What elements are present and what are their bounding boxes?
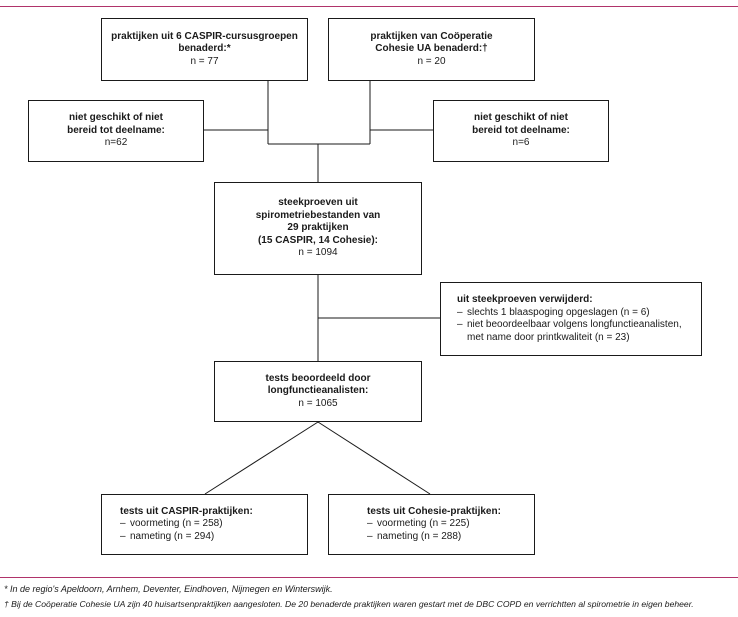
- box-caspir-practices: praktijken uit 6 CASPIR-cursusgroepen be…: [101, 18, 308, 81]
- box-cohesie-excluded-count: n=6: [512, 137, 530, 149]
- box-cohesie-tests: tests uit Cohesie-praktijken: –voormetin…: [328, 494, 535, 555]
- box-caspir-practices-line1: praktijken uit 6 CASPIR-cursusgroepen: [111, 30, 298, 42]
- box-cohesie-tests-item: –nameting (n = 288): [367, 531, 461, 544]
- box-assessed-line2: longfunctieanalisten:: [267, 385, 369, 397]
- box-caspir-tests-item: –nameting (n = 294): [120, 531, 214, 544]
- box-cohesie-practices-count: n = 20: [417, 55, 446, 67]
- connector-split-left: [204, 421, 319, 495]
- box-assessed-count: n = 1065: [298, 397, 338, 409]
- bullet-dash: –: [457, 306, 463, 318]
- connector-split-right: [317, 421, 431, 495]
- box-caspir-excluded-line1: niet geschikt of niet: [69, 112, 163, 124]
- bullet-dash: –: [367, 530, 373, 542]
- box-caspir-practices-line2: benaderd:*: [178, 43, 231, 55]
- box-cohesie-tests-title: tests uit Cohesie-praktijken:: [367, 505, 501, 517]
- box-removed-item-text: niet beoordeelbaar volgens longfunctiean…: [467, 319, 682, 343]
- box-cohesie-excluded: niet geschikt of niet bereid tot deelnam…: [433, 100, 609, 162]
- box-removed-title: uit steekproeven verwijderd:: [457, 294, 593, 305]
- bullet-dash: –: [120, 518, 126, 530]
- box-caspir-practices-count: n = 77: [190, 55, 219, 67]
- box-caspir-tests-item-text: voormeting (n = 258): [130, 518, 223, 530]
- box-samples-count: n = 1094: [298, 247, 338, 259]
- top-rule: [0, 6, 738, 7]
- box-assessed-line1: tests beoordeeld door: [265, 372, 371, 384]
- box-caspir-excluded-count: n=62: [104, 137, 128, 149]
- box-removed-item: –niet beoordeelbaar volgens longfunctiea…: [457, 319, 695, 344]
- box-cohesie-tests-item: –voormeting (n = 225): [367, 518, 470, 531]
- box-caspir-tests-title: tests uit CASPIR-praktijken:: [120, 505, 253, 517]
- box-samples-line4: (15 CASPIR, 14 Cohesie):: [257, 234, 379, 246]
- box-caspir-tests-item-text: nameting (n = 294): [130, 530, 215, 542]
- box-cohesie-excluded-line2: bereid tot deelname:: [472, 124, 570, 136]
- box-cohesie-tests-item-text: voormeting (n = 225): [377, 518, 470, 530]
- box-samples-line2: spirometriebestanden van: [255, 209, 381, 221]
- box-samples-line1: steekproeven uit: [278, 197, 358, 209]
- box-removed-item: –slechts 1 blaaspoging opgeslagen (n = 6…: [457, 307, 650, 320]
- box-removed-item-text: slechts 1 blaaspoging opgeslagen (n = 6): [467, 306, 650, 318]
- bullet-dash: –: [120, 530, 126, 542]
- box-samples: steekproeven uit spirometriebestanden va…: [214, 182, 422, 275]
- box-caspir-tests-item: –voormeting (n = 258): [120, 518, 223, 531]
- footnote-rule: [0, 577, 738, 578]
- box-cohesie-practices: praktijken van Coöperatie Cohesie UA ben…: [328, 18, 535, 81]
- footnote-cohesie: † Bij de Coöperatie Cohesie UA zijn 40 h…: [4, 599, 694, 609]
- box-cohesie-excluded-line1: niet geschikt of niet: [474, 112, 568, 124]
- footnote-regions: * In de regio's Apeldoorn, Arnhem, Deven…: [4, 584, 333, 594]
- box-assessed: tests beoordeeld door longfunctieanalist…: [214, 361, 422, 422]
- bullet-dash: –: [457, 319, 463, 330]
- bullet-dash: –: [367, 518, 373, 530]
- box-removed: uit steekproeven verwijderd: –slechts 1 …: [440, 282, 702, 356]
- box-cohesie-tests-item-text: nameting (n = 288): [377, 530, 462, 542]
- box-caspir-excluded: niet geschikt of niet bereid tot deelnam…: [28, 100, 204, 162]
- box-caspir-excluded-line2: bereid tot deelname:: [67, 124, 165, 136]
- box-cohesie-practices-line1: praktijken van Coöperatie: [370, 30, 493, 42]
- box-cohesie-practices-line2: Cohesie UA benaderd:†: [375, 43, 488, 55]
- box-caspir-tests: tests uit CASPIR-praktijken: –voormeting…: [101, 494, 308, 555]
- box-samples-line3: 29 praktijken: [287, 222, 349, 234]
